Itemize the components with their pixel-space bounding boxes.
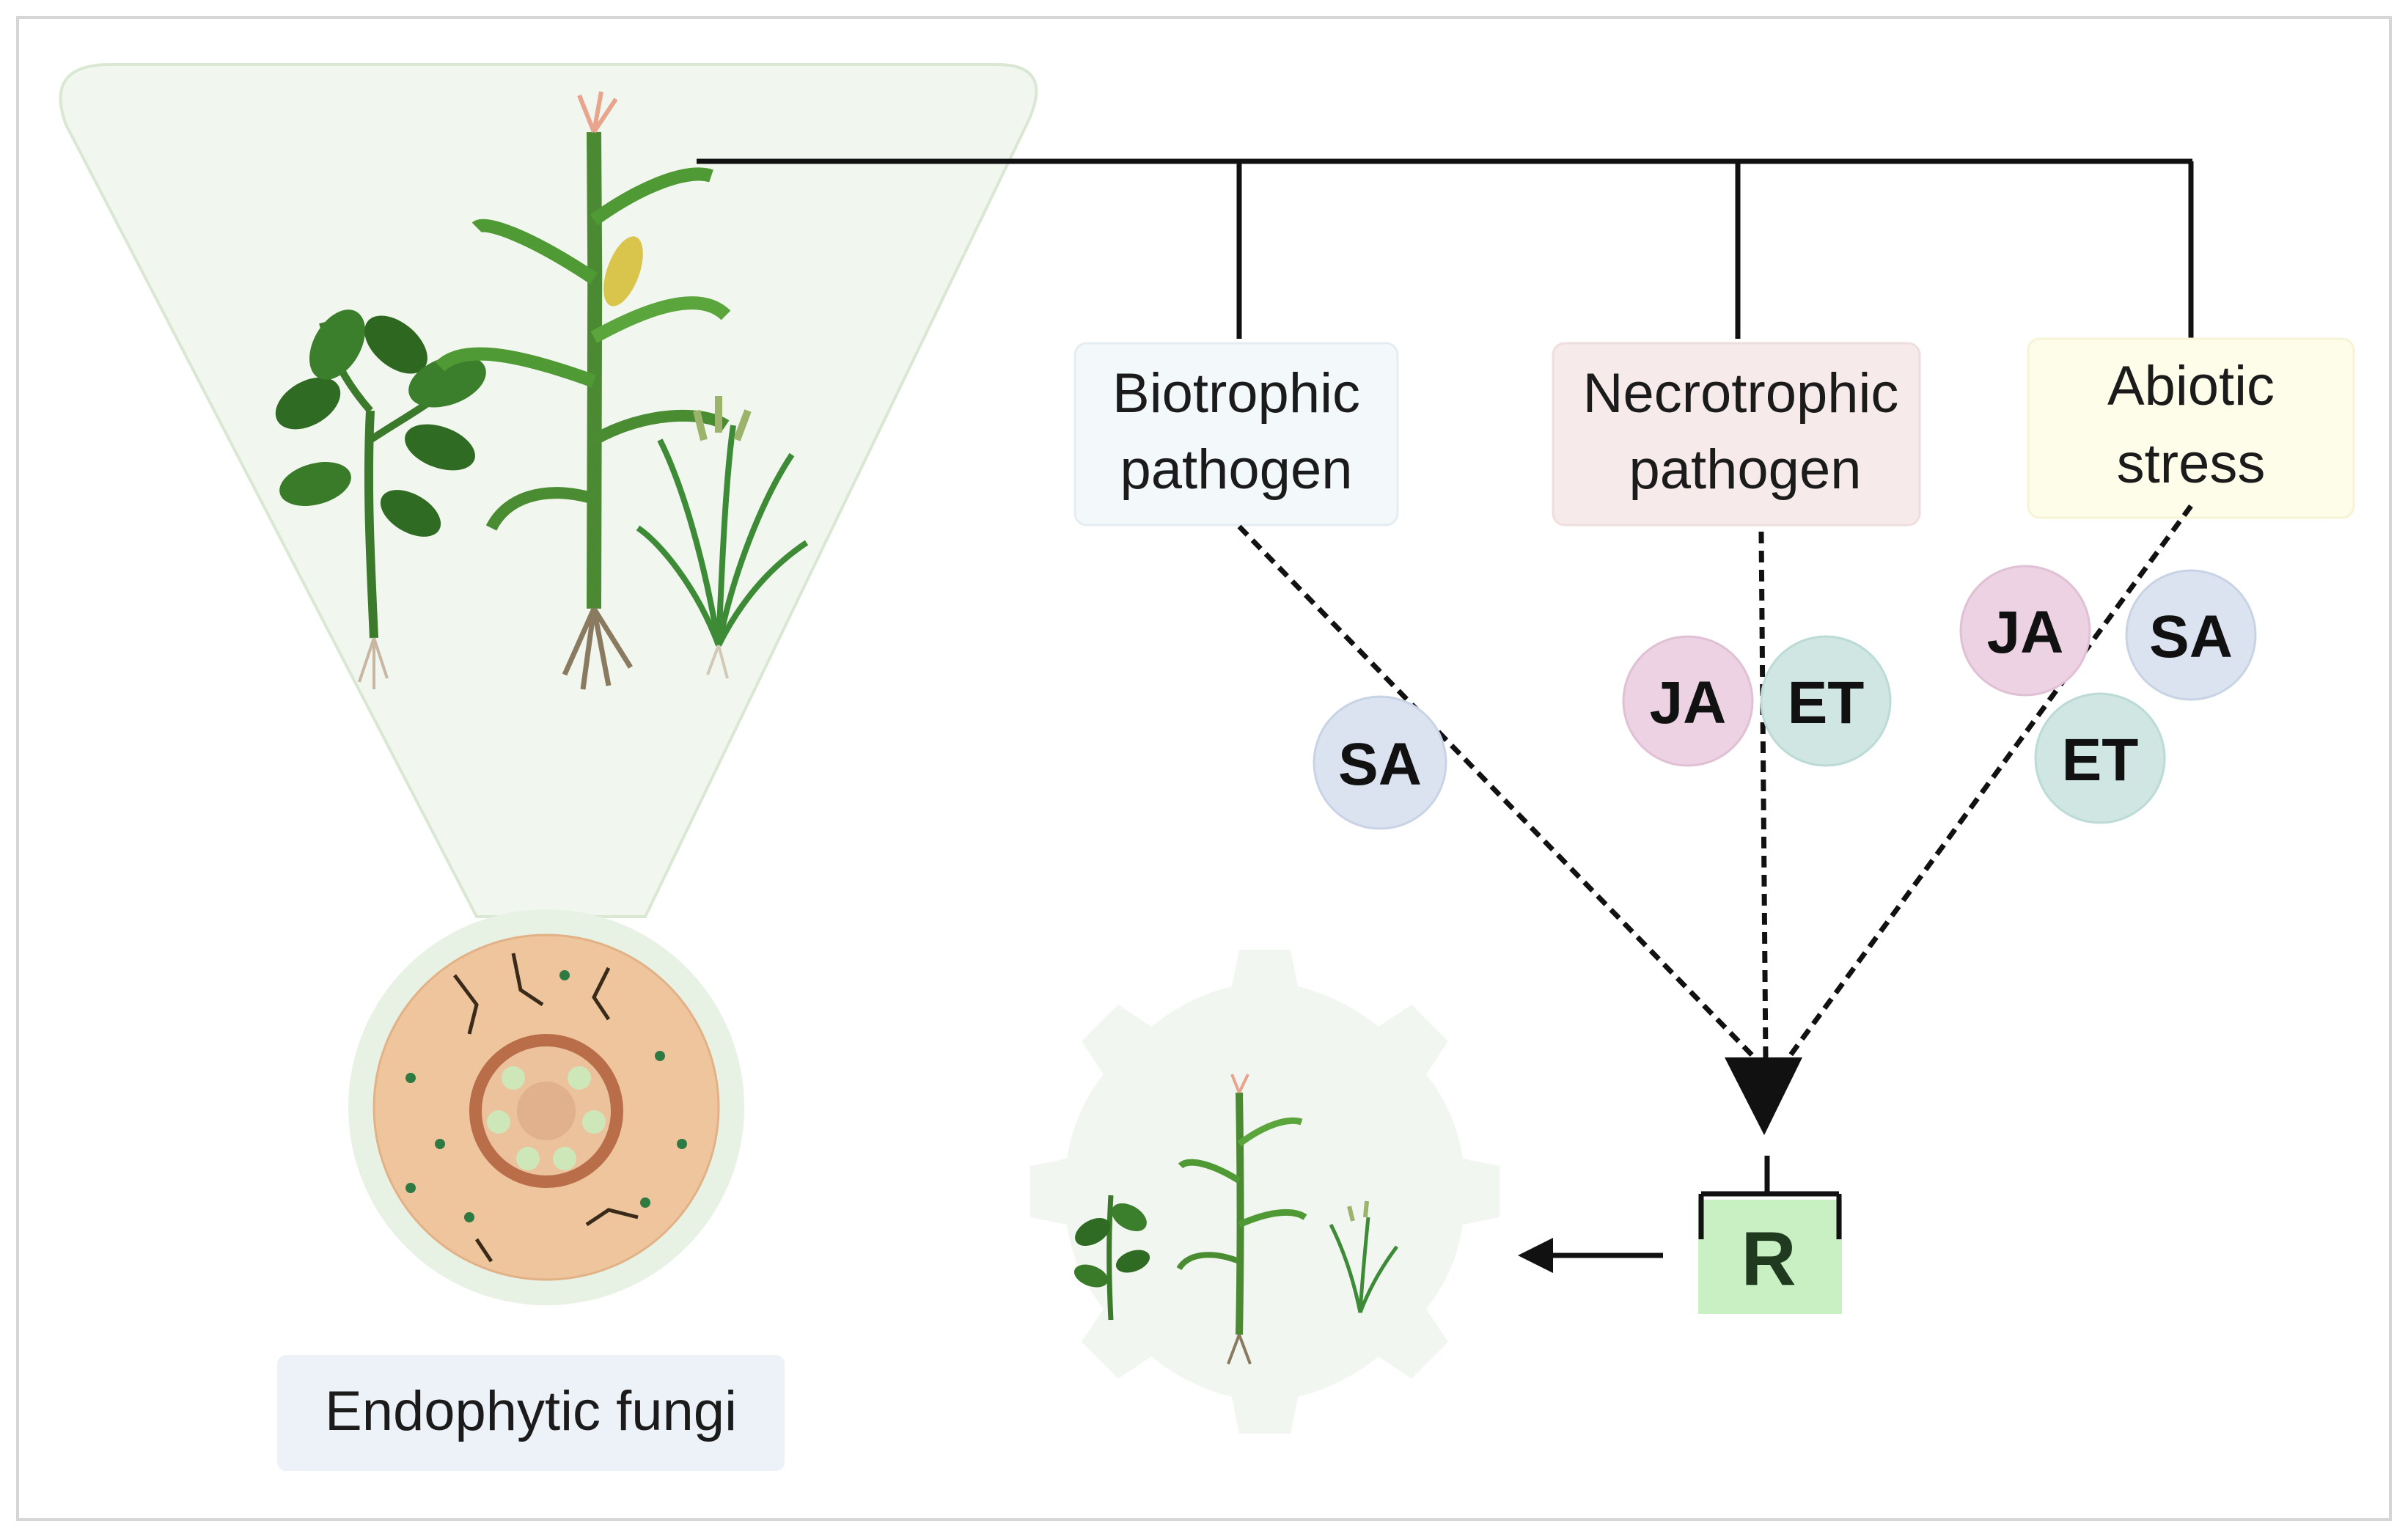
output-arrowhead: [1518, 1238, 1553, 1273]
receptor-bracket: [1698, 1156, 1842, 1239]
necrotrophic-path: [1758, 531, 1769, 1060]
hormone-ja-necrotrophic: JA: [1622, 635, 1754, 767]
convergence-arrowhead: [1725, 1057, 1802, 1135]
plant-group-top: [275, 91, 809, 690]
root-cross-section-icon: [348, 909, 744, 1305]
signaling-pathways: [1237, 504, 2193, 1069]
hormone-et-necrotrophic: ET: [1760, 635, 1892, 767]
resistance-label: R: [1741, 1217, 1796, 1302]
biotrophic-line2: pathogen: [1120, 439, 1353, 501]
soybean-plant-icon: [275, 309, 486, 689]
connector-lines: [697, 158, 2194, 339]
rice-plant-icon: [636, 396, 809, 679]
hormone-sa-biotrophic: SA: [1313, 695, 1447, 830]
abiotic-stress-box: [2027, 337, 2355, 519]
resistance-box: [1698, 1200, 1842, 1314]
biotrophic-pathogen-box: [1073, 342, 1399, 527]
svg-text:SA: SA: [1338, 731, 1422, 798]
biotrophic-line1: Biotrophic: [1112, 362, 1360, 425]
abiotic-line1: Abiotic: [2107, 355, 2275, 417]
svg-text:SA: SA: [2149, 604, 2233, 670]
necrotrophic-pathogen-box: [1552, 342, 1921, 527]
endophytic-fungi-box: [277, 1355, 785, 1471]
hormone-et-abiotic: ET: [2034, 692, 2166, 824]
svg-text:JA: JA: [1650, 670, 1727, 736]
maize-plant-icon: [435, 91, 731, 690]
hormone-ja-abiotic: JA: [1959, 565, 2091, 697]
necrotrophic-line2: pathogen: [1629, 439, 1862, 501]
biotrophic-path: [1237, 524, 1766, 1069]
svg-text:ET: ET: [1788, 670, 1865, 736]
hormone-sa-abiotic: SA: [2125, 569, 2257, 701]
abiotic-path: [1780, 504, 2193, 1069]
protected-plants-gear-icon: [1030, 950, 1500, 1434]
svg-text:JA: JA: [1987, 599, 2064, 666]
endophytic-fungi-label: Endophytic fungi: [325, 1380, 737, 1442]
necrotrophic-line1: Necrotrophic: [1583, 362, 1899, 425]
svg-text:ET: ET: [2062, 727, 2139, 793]
abiotic-line2: stress: [2117, 433, 2266, 495]
